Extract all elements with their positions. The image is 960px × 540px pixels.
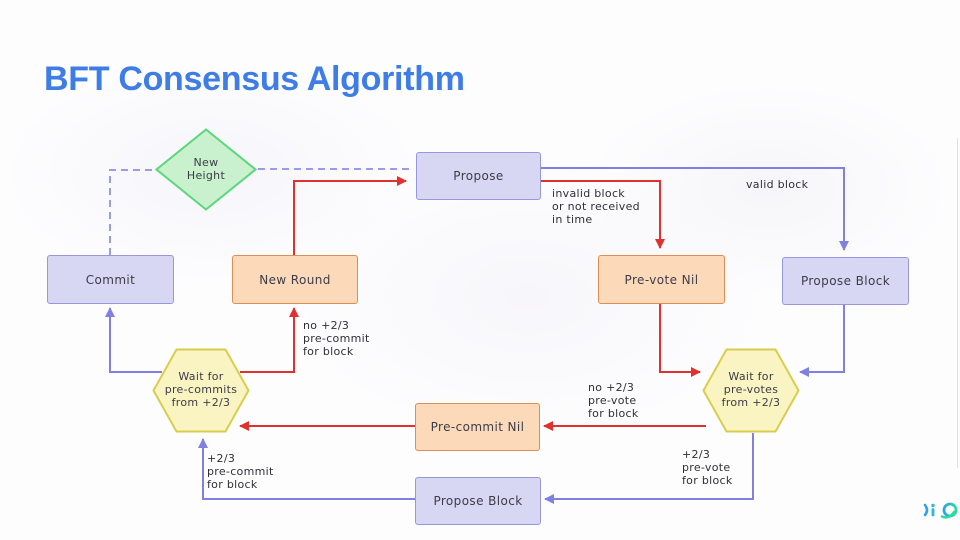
edge-wait-pre-commits-to-commit [105,307,162,373]
label-no-precommit: no +2/3 pre-commit for block [303,319,370,358]
node-pre-commit-nil: Pre-commit Nil [415,403,540,451]
slide-edge-line [957,138,958,468]
edge-propose-to-pre-vote-nil [539,180,665,249]
node-label: New Height [186,155,226,182]
edge-wait-pre-votes-to-propose-block-bottom [544,433,754,504]
node-label: Wait for pre-votes from +2/3 [721,370,781,409]
page-title: BFT Consensus Algorithm [44,60,465,98]
node-label: Propose Block [800,274,891,288]
edge-new-round-to-propose [293,176,407,255]
node-wait-pre-commits: Wait for pre-commits from +2/3 [152,348,250,433]
edge-propose-block-to-wait-pre-votes [799,303,845,377]
edge-propose-to-propose-block [539,167,849,251]
label-plus-prevote: +2/3 pre-vote for block [682,448,733,487]
node-label: New Round [259,272,331,287]
node-new-round: New Round [232,255,358,304]
label-valid-block: valid block [746,178,809,191]
swirl-logo-icon [923,502,958,519]
brand-logo [921,497,959,527]
label-invalid-block: invalid block or not received in time [552,187,640,226]
node-commit: Commit [47,255,174,304]
label-no-prevote: no +2/3 pre-vote for block [588,381,639,420]
node-propose-block-right: Propose Block [782,257,909,305]
hexagon-shape [702,348,800,433]
edge-wait-pre-commits-to-new-round [240,307,299,373]
node-label: Wait for pre-commits from +2/3 [164,370,238,409]
edge-pre-vote-nil-to-wait-pre-votes [659,302,701,377]
node-wait-pre-votes: Wait for pre-votes from +2/3 [702,348,800,433]
diamond-shape [155,128,257,211]
node-pre-vote-nil: Pre-vote Nil [598,255,725,304]
node-propose: Propose [416,152,541,200]
edge-propose-block-bottom-to-wait-pre-commits [198,438,415,500]
node-propose-block-bottom: Propose Block [415,477,541,525]
node-label: Propose [453,169,504,183]
node-label: Pre-vote Nil [624,272,699,287]
edge-commit-to-new-height [109,169,153,255]
label-plus-precommit: +2/3 pre-commit for block [207,452,274,491]
node-label: Propose Block [433,494,523,508]
node-new-height: New Height [155,128,257,211]
hexagon-shape [152,348,250,433]
node-label: Pre-commit Nil [430,420,525,434]
node-label: Commit [85,272,136,287]
